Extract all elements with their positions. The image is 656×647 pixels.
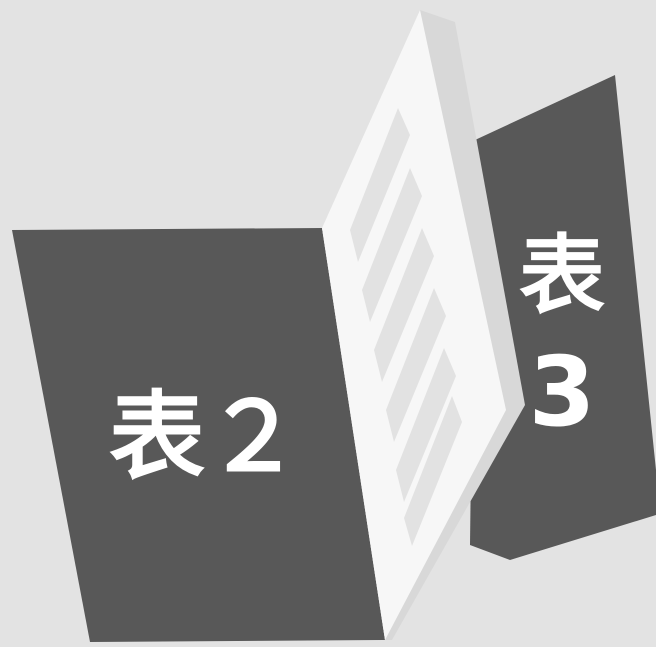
text-line — [362, 168, 422, 322]
text-line — [404, 396, 462, 546]
page-text-lines — [350, 108, 462, 546]
inside-back-cover-panel — [470, 75, 656, 560]
text-line — [374, 228, 434, 382]
inside-front-cover-panel — [12, 228, 385, 642]
inside-back-cover-label-kanji: 表 — [519, 226, 605, 326]
text-line — [396, 348, 456, 502]
text-line — [350, 108, 410, 262]
inside-back-cover-label-number: 3 — [529, 336, 596, 448]
middle-page — [322, 10, 506, 640]
text-line — [386, 288, 446, 442]
inside-front-cover-label: 表２ — [109, 381, 301, 493]
